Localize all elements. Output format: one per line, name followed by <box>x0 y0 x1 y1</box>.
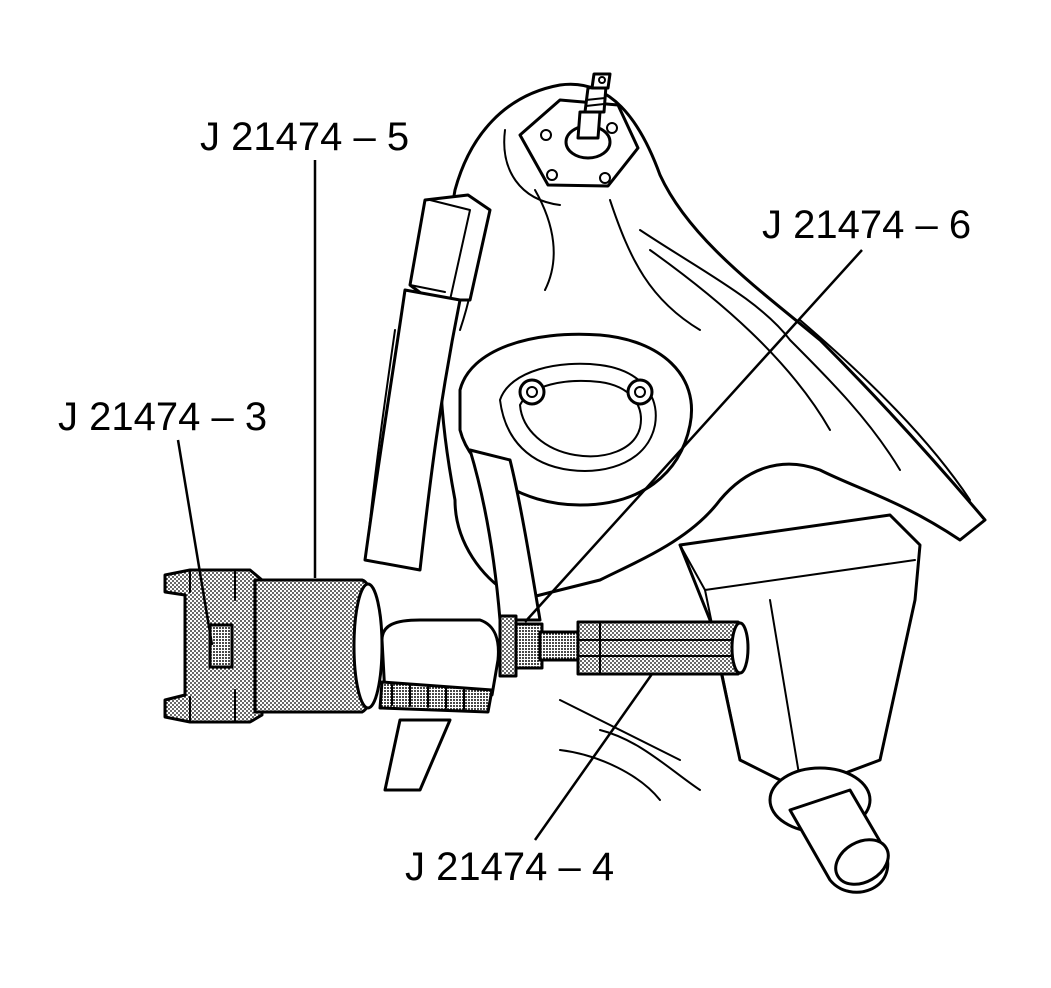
tool-j21474-3-receiver <box>163 568 264 724</box>
tool-j21474-6-washer <box>498 614 544 678</box>
center-opening <box>458 332 693 507</box>
callout-j21474-4: J 21474 – 4 <box>405 845 614 889</box>
lower-strut <box>383 699 701 801</box>
bolt-left <box>518 378 546 406</box>
arm-leg-left <box>363 288 462 572</box>
tool-j21474-5-sleeve <box>253 578 384 714</box>
callout-j21474-5: J 21474 – 5 <box>200 115 409 159</box>
upper-ball-joint <box>518 72 640 188</box>
leader-j21474-6 <box>524 249 863 623</box>
leader-j21474-3 <box>176 439 214 646</box>
callout-j21474-3: J 21474 – 3 <box>58 395 267 439</box>
callout-labels: J 21474 – 5 J 21474 – 6 J 21474 – 3 J 21… <box>58 115 971 889</box>
bolt-right <box>626 378 654 406</box>
tool-j21474-4-rod <box>538 620 750 676</box>
arm-leg-right <box>468 448 542 622</box>
leader-j21474-4 <box>533 673 654 841</box>
bushing-assembly <box>378 618 500 714</box>
leader-lines <box>176 160 863 841</box>
callout-j21474-6: J 21474 – 6 <box>762 203 971 247</box>
pivot-shaft <box>768 766 890 894</box>
bumper-block <box>408 193 492 302</box>
